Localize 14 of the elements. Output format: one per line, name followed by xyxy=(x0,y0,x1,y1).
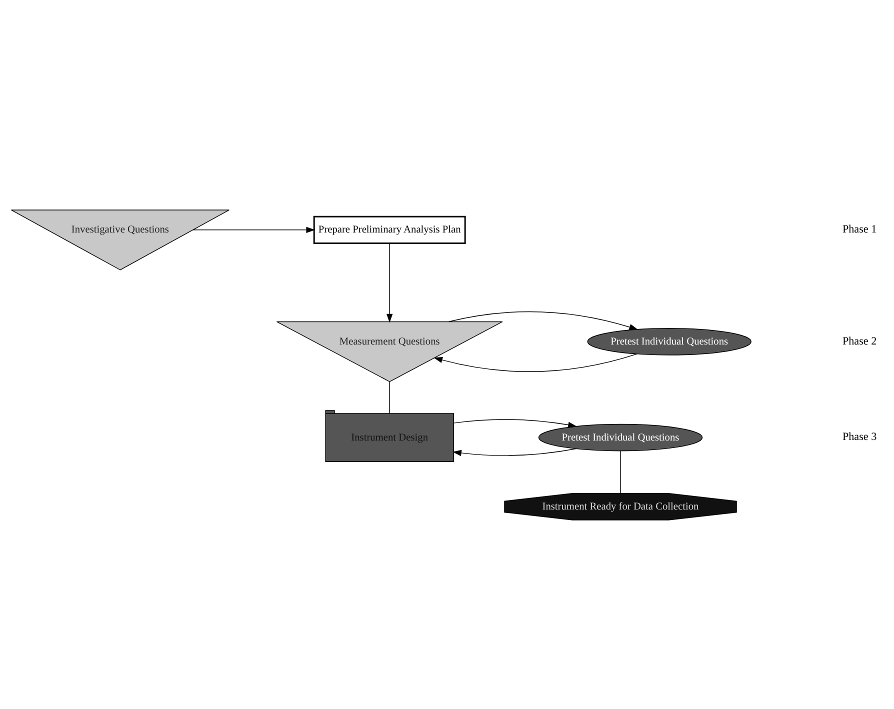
arrow xyxy=(192,226,316,233)
node-ellipse: Pretest Individual Questions xyxy=(538,423,703,451)
label: Phase 3 xyxy=(842,430,877,443)
arrow xyxy=(448,310,638,330)
label: Phase 1 xyxy=(842,223,877,236)
arrow xyxy=(434,353,638,372)
connector xyxy=(620,450,621,494)
arrow xyxy=(452,448,576,456)
node-ellipse: Pretest Individual Questions xyxy=(587,327,752,355)
node-box: Prepare Preliminary Analysis Plan xyxy=(313,215,466,244)
connector xyxy=(389,381,390,414)
arrow xyxy=(386,242,393,322)
arrow xyxy=(453,418,577,428)
label: Phase 2 xyxy=(842,334,877,347)
